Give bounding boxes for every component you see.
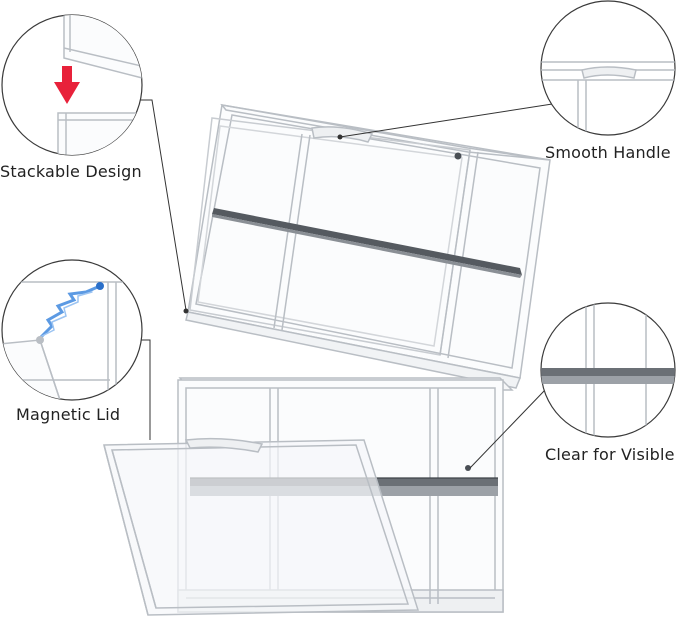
down-arrow-icon xyxy=(54,66,80,104)
callout-label-magnetic: Magnetic Lid xyxy=(16,405,121,424)
magnetic-spark-icon xyxy=(36,282,104,344)
callout-label-stackable: Stackable Design xyxy=(0,162,142,181)
open-door-lid xyxy=(103,437,420,616)
clear-shelf-detail xyxy=(541,368,675,384)
callout-magnetic-circle xyxy=(1,259,143,401)
callout-label-clear: Clear for Visible xyxy=(545,445,675,464)
callout-stackable-circle xyxy=(1,14,143,156)
callout-clear-circle xyxy=(540,302,676,438)
magnet-dot-icon xyxy=(465,465,471,471)
callout-label-handle: Smooth Handle xyxy=(545,143,671,162)
callout-handle-circle xyxy=(540,0,676,136)
magnet-dot-icon xyxy=(454,152,462,160)
top-box-shelf xyxy=(212,208,522,278)
